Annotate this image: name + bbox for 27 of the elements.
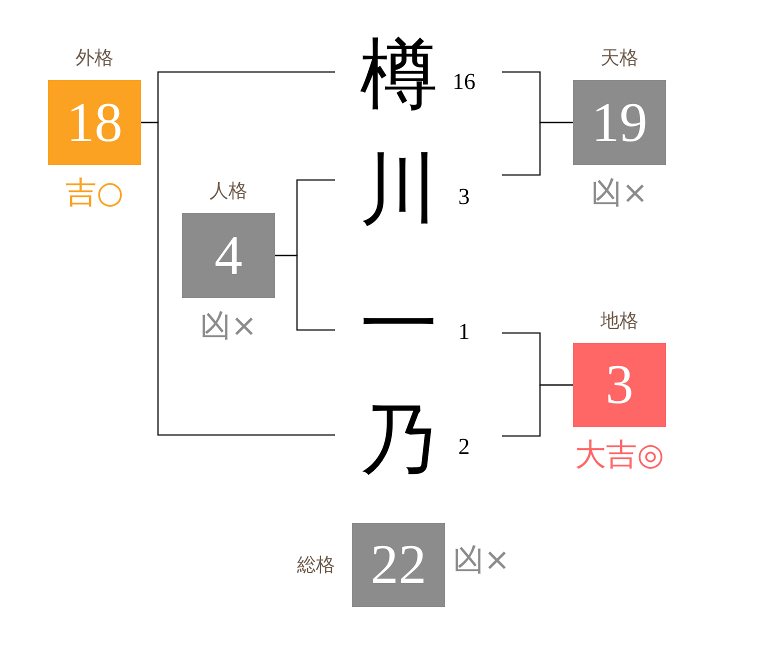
fortune-rating: 大吉◎: [574, 437, 664, 473]
fortune-rating: 凶×: [453, 542, 510, 578]
stroke-count: 16: [452, 69, 476, 95]
bracket-line: [275, 254, 335, 331]
score-box: 3: [573, 343, 666, 427]
name-character: 樽: [359, 30, 439, 120]
fortune-rating: 吉○: [65, 175, 124, 211]
score-box: 19: [573, 80, 666, 165]
grade-label: 総格: [297, 553, 335, 577]
name-character: 乃: [359, 395, 439, 485]
stroke-count: 3: [457, 184, 471, 210]
fortune-rating: 凶×: [591, 175, 648, 211]
score-box: 22: [352, 523, 445, 607]
name-character: 一: [359, 280, 439, 370]
bracket-line: [502, 122, 573, 176]
grade-label: 人格: [210, 179, 248, 203]
bracket-line: [502, 384, 573, 437]
score-box: 18: [48, 80, 141, 165]
bracket-line: [141, 122, 335, 436]
stroke-count: 1: [457, 319, 471, 345]
grade-label: 外格: [76, 46, 114, 70]
stroke-count: 2: [457, 434, 471, 460]
name-character: 川: [359, 145, 439, 235]
grade-label: 地格: [600, 309, 638, 333]
grade-label: 天格: [600, 46, 638, 70]
score-box: 4: [182, 213, 275, 298]
fortune-rating: 凶×: [200, 308, 257, 344]
